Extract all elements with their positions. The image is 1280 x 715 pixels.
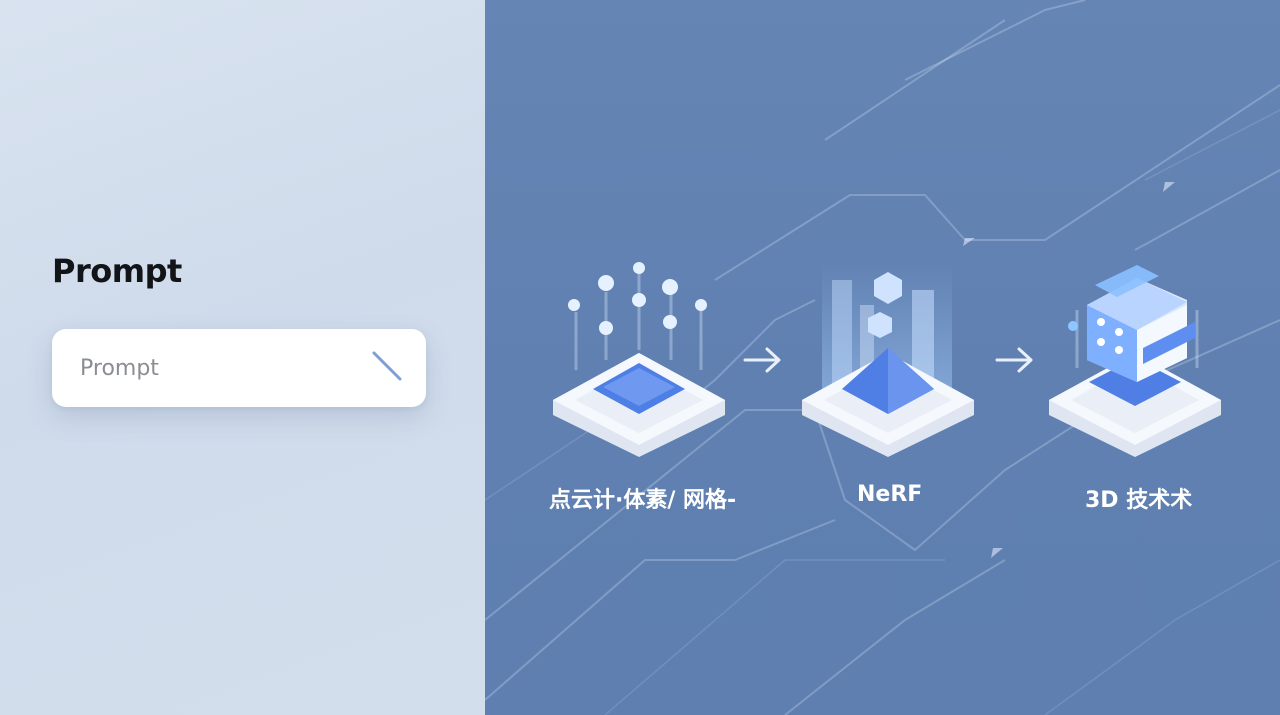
stage-label-nerf: NeRF (857, 482, 922, 507)
pipeline-diagram: 点云计·体素/ 网格- NeRF 3D 技术术 (485, 0, 1280, 715)
prompt-heading: Prompt (52, 252, 182, 290)
prompt-input[interactable] (80, 351, 350, 385)
prompt-panel: Prompt (0, 0, 485, 715)
stage-label-point-cloud: 点云计·体素/ 网格- (549, 482, 736, 514)
nerf-icon (800, 250, 980, 465)
resize-handle-icon[interactable] (370, 349, 406, 385)
stage-3d-model (1047, 250, 1227, 465)
prompt-input-container[interactable] (52, 329, 426, 407)
stage-label-3d-model: 3D 技术术 (1085, 482, 1192, 514)
3d-model-icon (1047, 250, 1227, 465)
point-cloud-icon (551, 250, 731, 465)
arrow-right-icon (741, 345, 785, 375)
arrow-right-icon (993, 345, 1037, 375)
stage-nerf (800, 250, 980, 465)
stage-point-cloud (551, 250, 731, 465)
